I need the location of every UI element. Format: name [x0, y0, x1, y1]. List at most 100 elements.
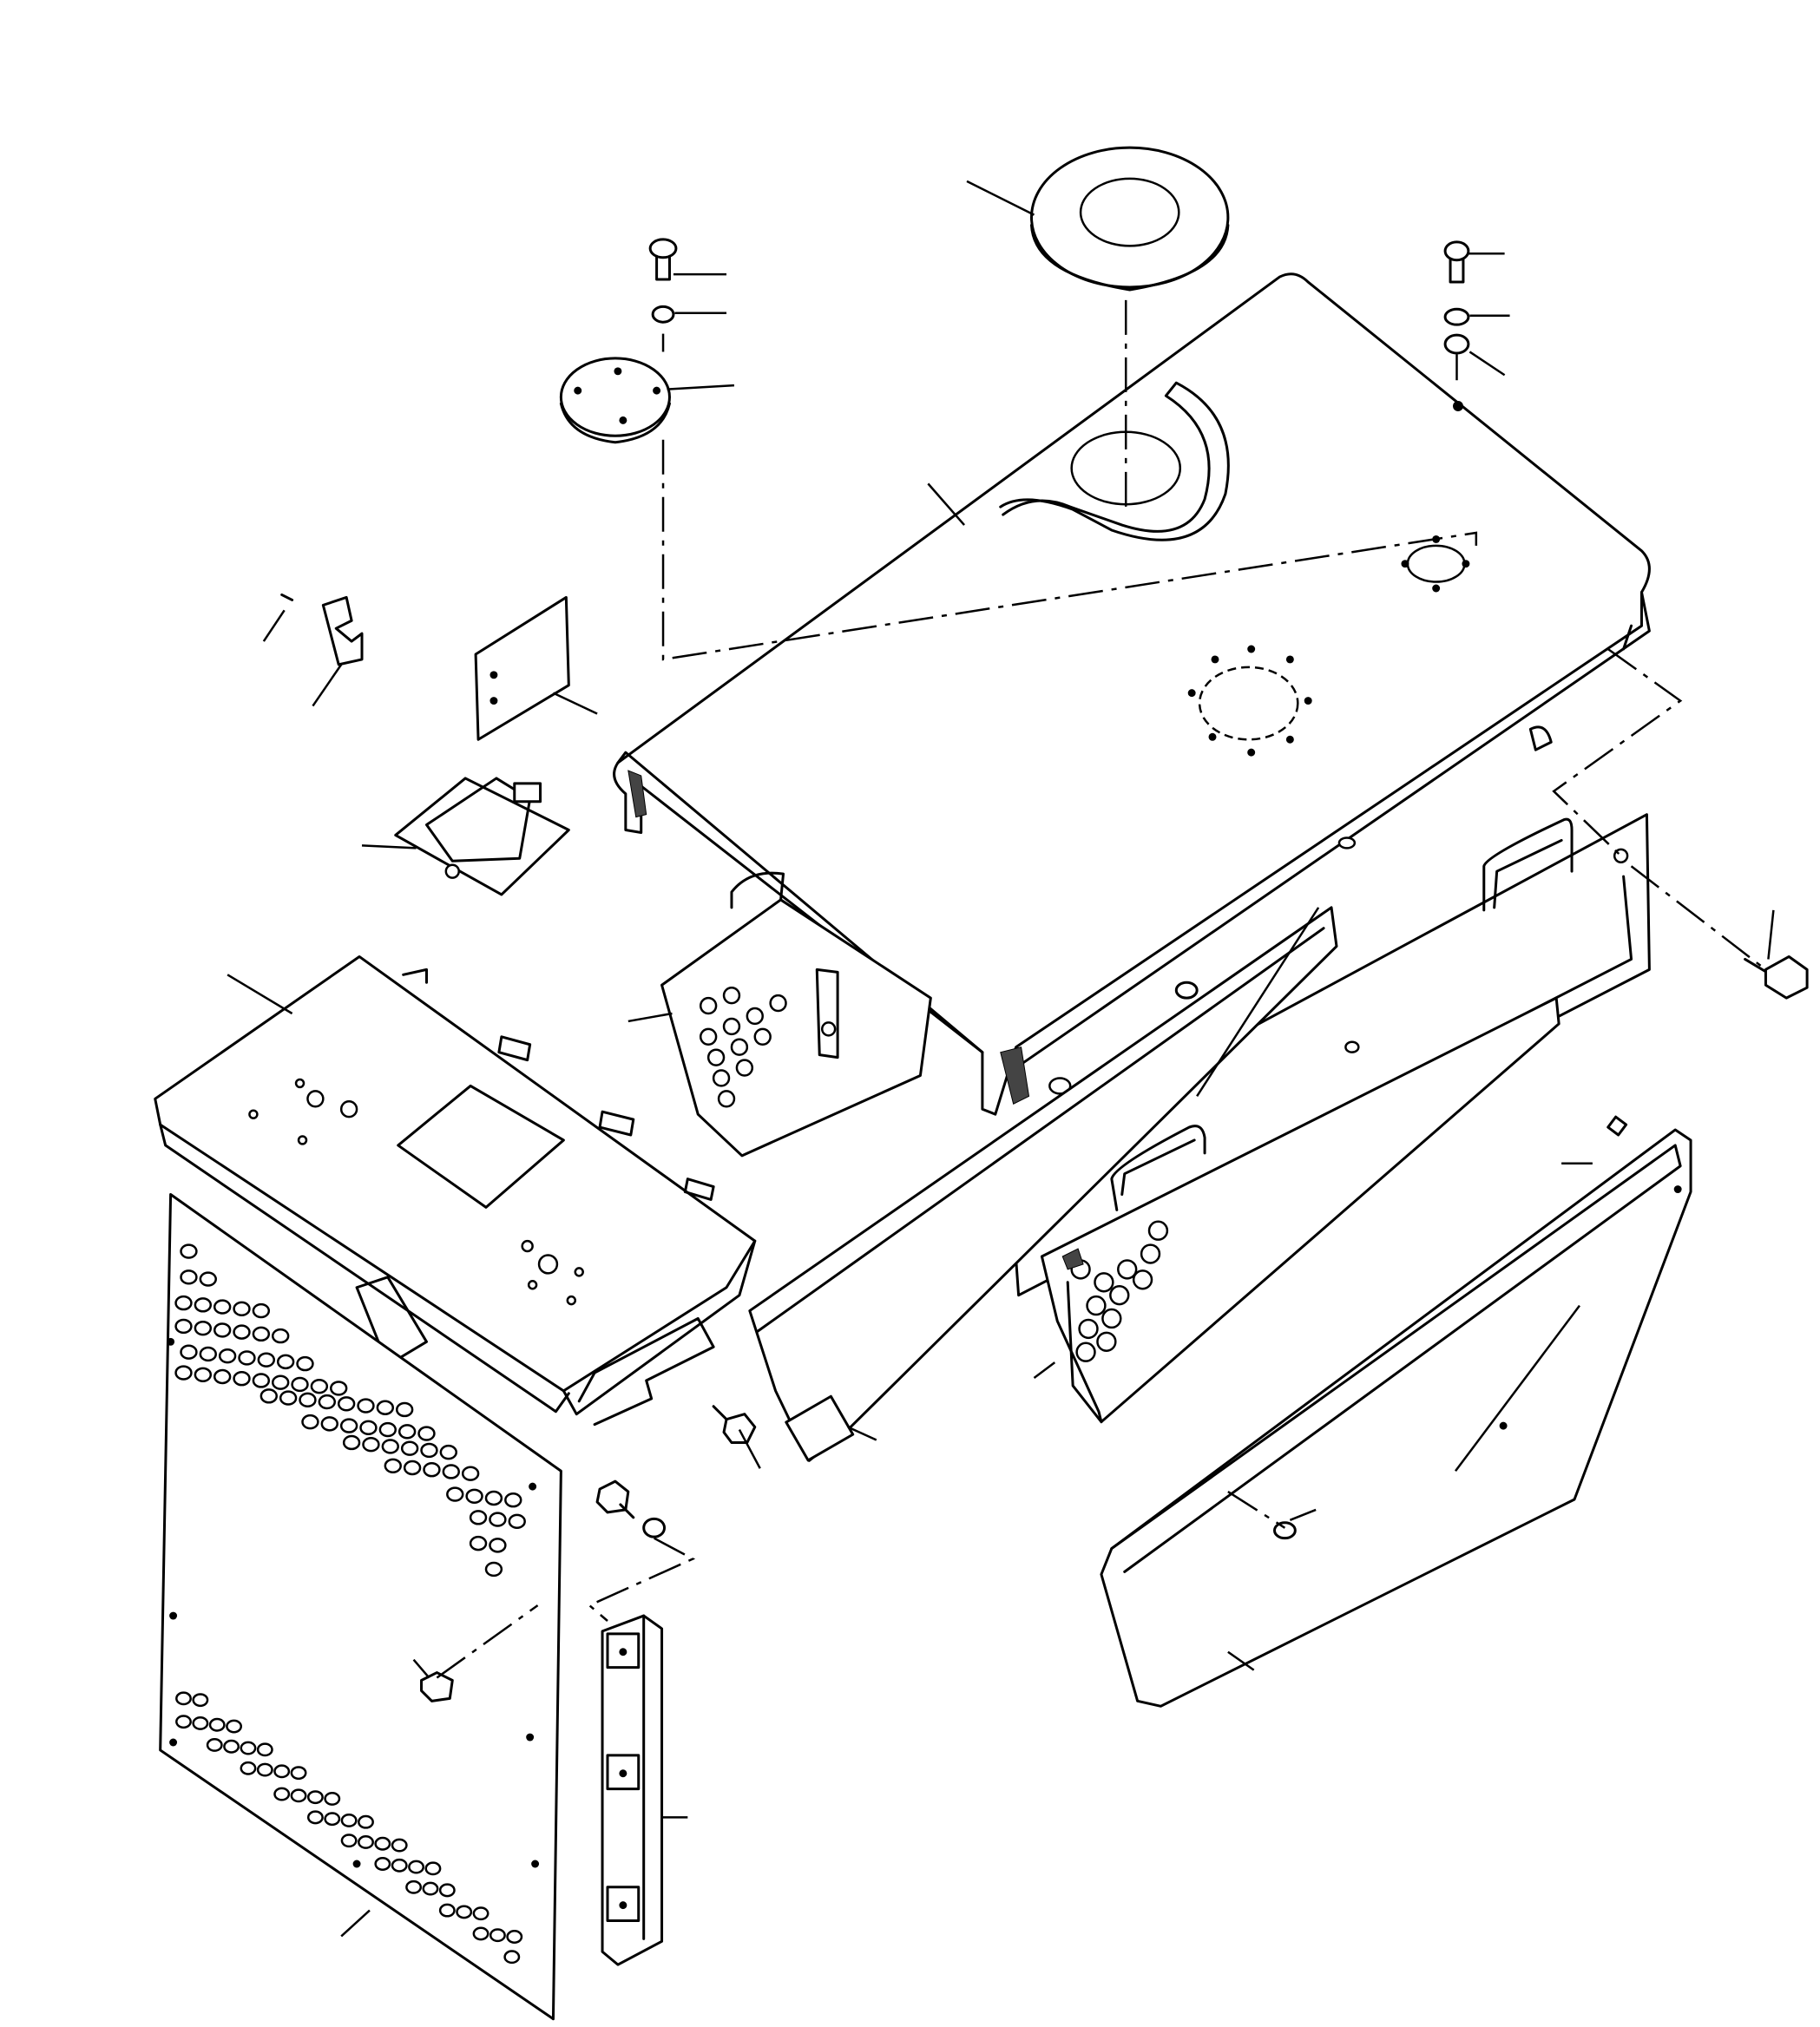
vent-hole — [258, 1764, 272, 1775]
vent-hole — [176, 1296, 192, 1309]
vent-hole — [404, 1461, 420, 1474]
vent-hole — [300, 1394, 316, 1407]
vertical-bracket — [602, 1616, 662, 1965]
center-lines — [437, 300, 1765, 1678]
vent-hole — [457, 1906, 470, 1918]
vent-hole — [358, 1816, 372, 1827]
vent-hole — [181, 1245, 197, 1258]
vent-hole — [224, 1741, 238, 1752]
vent-hole — [308, 1812, 322, 1823]
vent-hole — [392, 1860, 406, 1871]
vent-hole — [392, 1840, 406, 1851]
vent-hole — [399, 1425, 415, 1438]
vent-hole — [292, 1790, 306, 1801]
vent-hole — [470, 1537, 486, 1550]
vent-hole — [424, 1883, 437, 1894]
vent-hole — [176, 1367, 192, 1380]
vent-hole — [342, 1834, 356, 1846]
vent-hole — [426, 1863, 440, 1874]
vent-hole — [214, 1323, 230, 1336]
vent-hole — [440, 1905, 454, 1916]
leader-lines — [227, 181, 1773, 1937]
vent-hole — [376, 1838, 390, 1849]
hex-bolt-bracket — [597, 1481, 664, 1537]
vent-hole — [344, 1436, 359, 1449]
vent-hole — [195, 1368, 211, 1381]
vent-hole — [259, 1354, 274, 1367]
hex-bolt-center — [713, 1407, 755, 1443]
vent-hole — [274, 1766, 288, 1777]
vent-hole — [474, 1928, 488, 1939]
vent-hole — [440, 1885, 454, 1896]
bolt-top-left — [650, 239, 676, 322]
vent-hole — [361, 1421, 377, 1434]
vent-hole — [280, 1392, 296, 1405]
vent-hole — [312, 1380, 327, 1393]
vent-hole — [358, 1836, 372, 1847]
small-plate — [476, 597, 568, 739]
vent-hole — [441, 1446, 457, 1459]
rear-lower-cover — [1101, 1117, 1691, 1706]
vent-hole — [378, 1401, 393, 1414]
vent-hole — [258, 1744, 272, 1755]
vent-hole — [470, 1511, 486, 1524]
vent-hole — [253, 1328, 269, 1341]
vent-hole — [424, 1463, 440, 1476]
vent-hole — [380, 1423, 396, 1436]
vent-hole — [463, 1467, 478, 1480]
lower-rail — [750, 908, 1337, 1460]
vent-hole — [227, 1721, 240, 1732]
vent-hole — [200, 1348, 216, 1361]
vent-hole — [214, 1301, 230, 1314]
vent-hole — [298, 1357, 313, 1370]
vent-hole — [261, 1389, 277, 1402]
vent-hole — [422, 1444, 437, 1457]
latch-assembly — [396, 778, 569, 895]
vent-hole — [176, 1320, 192, 1333]
vent-hole — [447, 1488, 463, 1501]
vent-hole — [210, 1719, 224, 1730]
vent-hole — [303, 1415, 319, 1428]
vent-hole — [376, 1858, 390, 1869]
vent-hole — [273, 1329, 288, 1342]
vent-hole — [406, 1881, 420, 1893]
vent-hole — [181, 1346, 197, 1359]
vent-hole — [240, 1351, 255, 1364]
spring-clip — [282, 594, 362, 664]
vent-hole — [220, 1349, 235, 1362]
vent-hole — [467, 1490, 483, 1503]
vent-hole — [322, 1417, 338, 1430]
vent-hole — [200, 1273, 216, 1286]
vent-hole — [505, 1952, 519, 1963]
vent-hole — [292, 1767, 306, 1778]
vent-hole — [397, 1403, 412, 1416]
vent-hole — [234, 1302, 250, 1315]
vent-holes-inner — [700, 987, 785, 1106]
vent-hole — [509, 1515, 525, 1528]
vent-hole — [234, 1372, 250, 1385]
vent-hole — [195, 1322, 211, 1335]
vent-hole — [505, 1493, 521, 1506]
vent-hole — [325, 1813, 339, 1824]
vent-hole — [508, 1931, 522, 1942]
vent-hole — [308, 1791, 322, 1802]
vent-hole — [342, 1814, 356, 1826]
vent-hole — [409, 1861, 423, 1873]
vent-hole — [273, 1376, 288, 1389]
vent-hole — [385, 1460, 401, 1473]
vent-hole — [278, 1355, 293, 1368]
front-side-door — [1041, 998, 1559, 1422]
donut-seal — [1031, 148, 1227, 290]
vent-hole — [176, 1715, 190, 1727]
bolt-top-right — [1445, 242, 1468, 353]
vent-hole — [207, 1739, 221, 1750]
cap-plate — [561, 358, 669, 443]
vent-hole — [383, 1440, 398, 1453]
panel-holes — [176, 1245, 525, 1963]
vent-hole — [274, 1788, 288, 1800]
hex-bolt-right — [1745, 956, 1807, 998]
inner-side-panel — [662, 873, 931, 1156]
top-deck — [155, 956, 755, 1424]
vent-hole — [241, 1762, 255, 1774]
vent-hole — [194, 1694, 207, 1705]
